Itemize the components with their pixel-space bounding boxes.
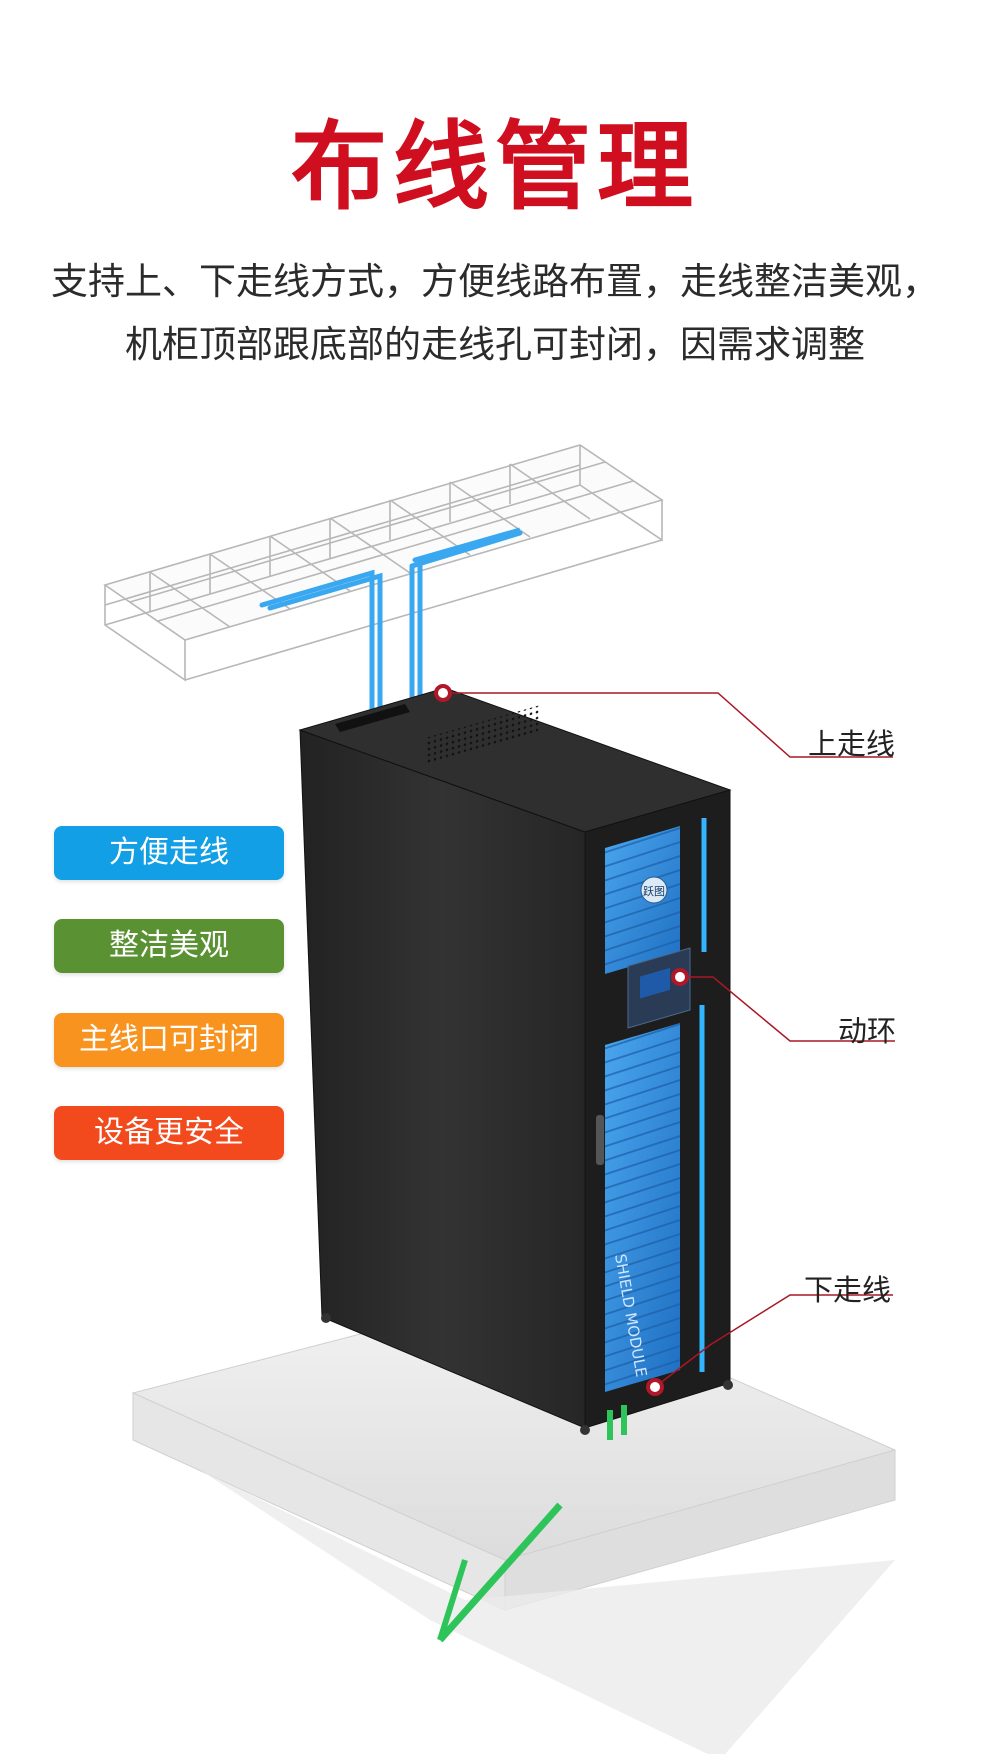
- feature-pill-easy-routing: 方便走线: [54, 826, 284, 880]
- page-title: 布线管理: [291, 111, 699, 223]
- callout-dots: [434, 684, 689, 1396]
- callout-lines: [443, 692, 895, 1388]
- cabinet-illustration: 跃图 SHIELD MODULE: [103, 444, 897, 1754]
- top-cables: [259, 527, 523, 738]
- floor-panel: [131, 1289, 897, 1754]
- feature-pill-label: 方便走线: [109, 835, 229, 870]
- callout-bottom-routing: 下走线: [804, 1273, 892, 1307]
- feature-pill-label: 主线口可封闭: [79, 1022, 259, 1057]
- cable-tray: [103, 444, 664, 682]
- callout-top-routing: 上走线: [808, 727, 896, 761]
- cabinet-badge: 跃图: [643, 884, 665, 898]
- subtitle-line-2: 机柜顶部跟底部的走线孔可封闭，因需求调整: [125, 323, 865, 366]
- feature-pill-label: 整洁美观: [109, 928, 229, 963]
- feature-pill-label: 设备更安全: [94, 1115, 244, 1150]
- feature-pill-closable-port: 主线口可封闭: [54, 1013, 284, 1067]
- feature-pill-tidy: 整洁美观: [54, 919, 284, 973]
- cabinet: 跃图 SHIELD MODULE: [298, 687, 733, 1440]
- callout-monitoring: 动环: [838, 1014, 897, 1048]
- subtitle-line-1: 支持上、下走线方式，方便线路布置，走线整洁美观，: [51, 260, 939, 303]
- feature-pill-safer: 设备更安全: [54, 1106, 284, 1160]
